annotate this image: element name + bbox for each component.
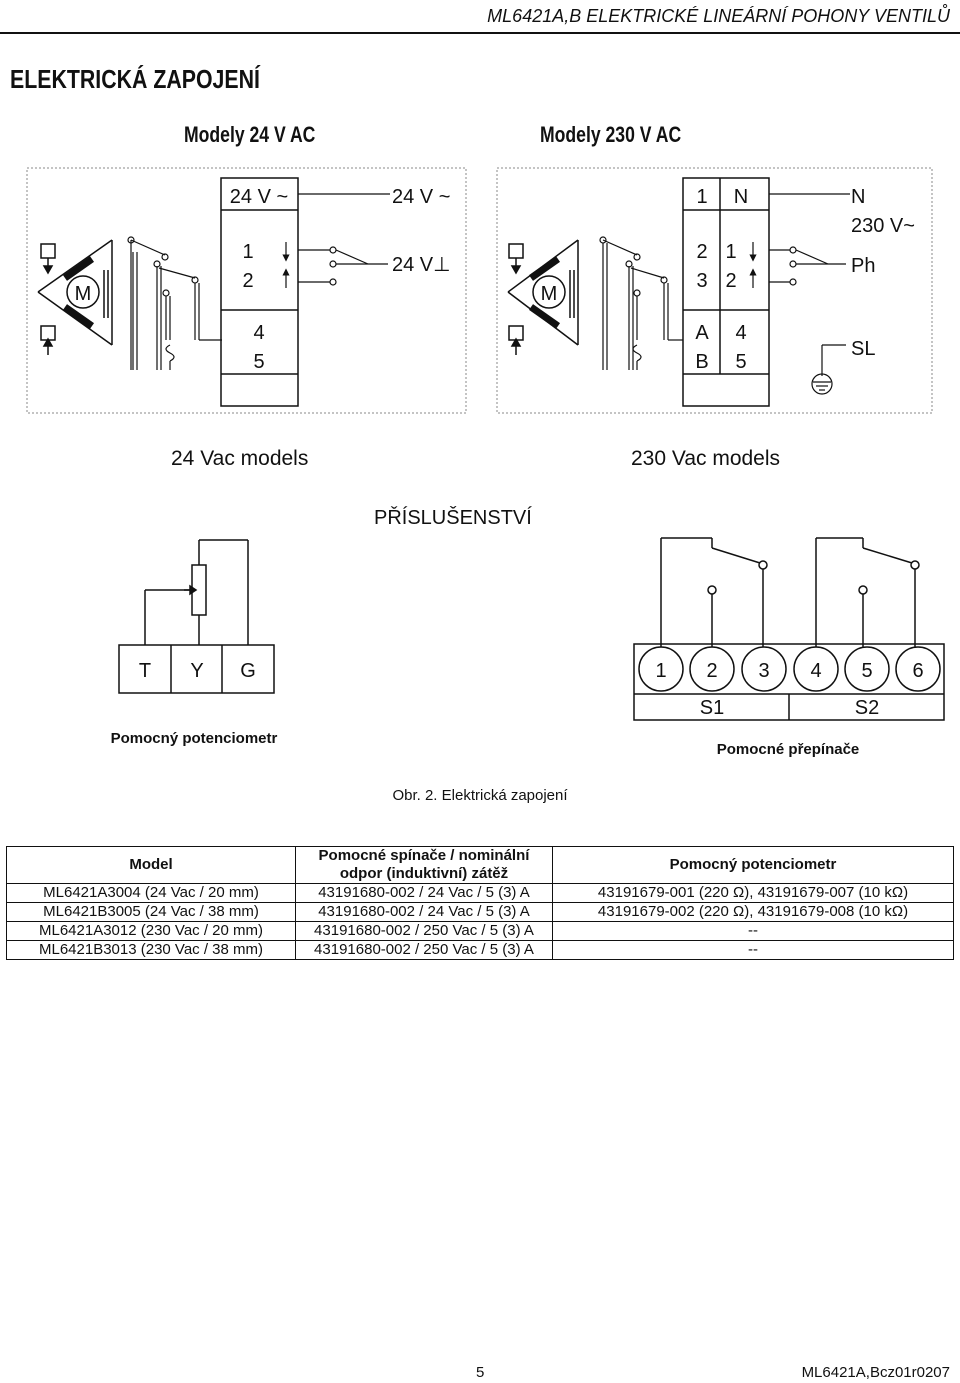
cell-model: ML6421B3005 (24 Vac / 38 mm)	[6, 902, 296, 922]
caption-24v: 24 Vac models	[171, 447, 308, 470]
cell-switches: 43191680-002 / 24 Vac / 5 (3) A	[295, 902, 553, 922]
ext-top-24v: 24 V ~	[392, 186, 450, 208]
th-switches: Pomocné spínače / nominální odpor (induk…	[295, 846, 553, 884]
internal-wiring-24v	[127, 236, 222, 370]
diagram-24v: M	[26, 167, 467, 414]
header-rule	[0, 32, 960, 34]
ext-sl-230v: SL	[851, 338, 875, 360]
page-number: 5	[476, 1364, 485, 1381]
section-title: ELEKTRICKÁ ZAPOJENÍ	[10, 64, 260, 94]
term-b0-230v: N	[734, 186, 748, 208]
sw-terminal-1: 1	[655, 660, 666, 682]
header-title: ML6421A,B ELEKTRICKÉ LINEÁRNÍ POHONY VEN…	[487, 6, 950, 26]
term-top-24v: 24 V ~	[230, 186, 288, 208]
term-b1-230v: 1	[725, 241, 736, 263]
term-a2-230v: 3	[696, 270, 707, 292]
external-wiring-230v	[769, 193, 850, 395]
sw-label: Pomocné přepínače	[717, 741, 860, 758]
term-a3-230v: A	[695, 322, 709, 344]
caption-230v: 230 Vac models	[631, 447, 780, 470]
cell-potentiometer: 43191679-001 (220 Ω), 43191679-007 (10 k…	[552, 883, 954, 903]
cell-model: ML6421A3004 (24 Vac / 20 mm)	[6, 883, 296, 903]
term-b4-230v: 5	[735, 351, 746, 373]
th-potentiometer: Pomocný potenciometr	[552, 846, 954, 884]
pot-terminal-g: G	[240, 660, 256, 682]
sw-terminal-2: 2	[706, 660, 717, 682]
subhead-24v: Modely 24 V AC	[184, 122, 316, 147]
motor-symbol-230v	[507, 239, 579, 355]
th-model: Model	[6, 846, 296, 884]
motor-symbol-24v	[37, 239, 113, 355]
external-wiring-24v	[298, 193, 390, 286]
ext-mid-24v: 24 V⊥	[392, 254, 451, 276]
potentiometer-diagram	[118, 539, 275, 694]
term-a0-230v: 1	[696, 186, 707, 208]
table-row: ML6421A3004 (24 Vac / 20 mm) 43191680-00…	[6, 883, 954, 903]
ext-n-230v: N	[851, 186, 865, 208]
figure-caption: Obr. 2. Elektrická zapojení	[392, 787, 568, 804]
cell-potentiometer: 43191679-002 (220 Ω), 43191679-008 (10 k…	[552, 902, 954, 922]
motor-label-230v: M	[541, 283, 558, 305]
terminal-block-230v	[682, 177, 770, 407]
ext-ph-230v: Ph	[851, 255, 875, 277]
switches-diagram	[633, 537, 945, 721]
cell-model: ML6421A3012 (230 Vac / 20 mm)	[6, 921, 296, 941]
term-a4-230v: B	[695, 351, 708, 373]
term-b3-230v: 4	[735, 322, 746, 344]
pot-terminal-t: T	[139, 660, 151, 682]
table-header-row: Model Pomocné spínače / nominální odpor …	[6, 846, 954, 884]
sw-group-s2: S2	[855, 697, 879, 719]
sw-terminal-6: 6	[912, 660, 923, 682]
sw-terminal-4: 4	[810, 660, 821, 682]
table-row: ML6421B3013 (230 Vac / 38 mm) 43191680-0…	[6, 940, 954, 960]
table-row: ML6421A3012 (230 Vac / 20 mm) 43191680-0…	[6, 921, 954, 941]
internal-wiring-230v	[599, 236, 683, 370]
pot-terminal-y: Y	[190, 660, 203, 682]
ext-v-230v: 230 V~	[851, 215, 915, 237]
term-b2-230v: 2	[725, 270, 736, 292]
document-code: ML6421A,Bcz01r0207	[801, 1364, 950, 1381]
terminal-block-24v	[220, 177, 299, 407]
term-4-24v: 4	[253, 322, 264, 344]
sw-group-s1: S1	[700, 697, 724, 719]
subhead-230v: Modely 230 V AC	[540, 122, 682, 147]
sw-terminal-5: 5	[861, 660, 872, 682]
cell-switches: 43191680-002 / 250 Vac / 5 (3) A	[295, 940, 553, 960]
th-switches-line2: odpor (induktivní) zátěž	[339, 865, 509, 882]
pot-label: Pomocný potenciometr	[111, 730, 278, 747]
sw-terminal-3: 3	[758, 660, 769, 682]
term-5-24v: 5	[253, 351, 264, 373]
cell-model: ML6421B3013 (230 Vac / 38 mm)	[6, 940, 296, 960]
accessories-table: Model Pomocné spínače / nominální odpor …	[6, 846, 954, 960]
accessories-title: PŘÍSLUŠENSTVÍ	[374, 506, 532, 529]
cell-switches: 43191680-002 / 250 Vac / 5 (3) A	[295, 921, 553, 941]
cell-potentiometer: --	[552, 940, 954, 960]
term-2-24v: 2	[242, 270, 253, 292]
table-row: ML6421B3005 (24 Vac / 38 mm) 43191680-00…	[6, 902, 954, 922]
cell-potentiometer: --	[552, 921, 954, 941]
th-switches-line1: Pomocné spínače / nominální	[318, 847, 530, 864]
term-a1-230v: 2	[696, 241, 707, 263]
term-1-24v: 1	[242, 241, 253, 263]
motor-label-24v: M	[75, 283, 92, 305]
diagram-230v: M 1 2 3	[496, 167, 933, 414]
cell-switches: 43191680-002 / 24 Vac / 5 (3) A	[295, 883, 553, 903]
